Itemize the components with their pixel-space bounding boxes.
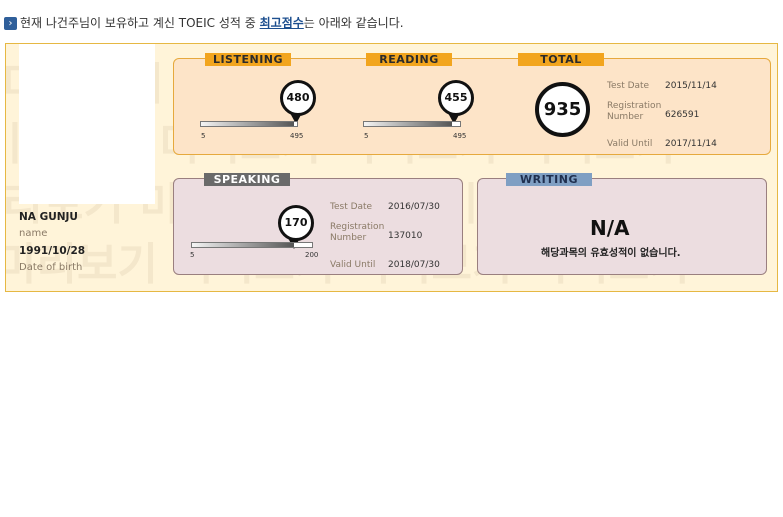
- reading-min: 5: [364, 132, 369, 140]
- photo: [19, 44, 155, 204]
- person-name: NA GUNJU: [19, 211, 78, 223]
- writing-tag: WRITING: [506, 173, 592, 186]
- total-score-circle: 935: [535, 82, 590, 137]
- speaking-valid-label: Valid Until: [330, 260, 376, 270]
- name-label: name: [19, 228, 48, 239]
- score-card: 미리보기 미리보기 미리보기 미리보기 미리보기 미리보기 미리보기 미리보기 …: [5, 43, 778, 292]
- speaking-valid-until: 2018/07/30: [388, 260, 440, 270]
- speaking-test-date-label: Test Date: [330, 202, 373, 212]
- listening-max: 495: [290, 132, 304, 140]
- speaking-bar-fill: [192, 243, 294, 247]
- speaking-panel: [173, 178, 463, 275]
- listening-min: 5: [201, 132, 206, 140]
- total-reg-number: 626591: [665, 110, 700, 120]
- writing-panel: [477, 178, 767, 275]
- speaking-test-date: 2016/07/30: [388, 202, 440, 212]
- total-valid-until: 2017/11/14: [665, 139, 717, 149]
- dob-label: Date of birth: [19, 262, 83, 273]
- speaking-score-bubble: 170: [278, 205, 314, 241]
- total-test-date-label: Test Date: [607, 81, 650, 91]
- reading-tag: READING: [366, 53, 452, 66]
- reading-pin-icon: [448, 113, 460, 124]
- listening-tag: LISTENING: [205, 53, 291, 66]
- writing-na: N/A: [590, 216, 630, 240]
- speaking-bar: [191, 242, 313, 248]
- intro-before: 현재 나건주님이 보유하고 계신 TOEIC 성적 중: [20, 16, 260, 30]
- reading-bar-fill: [364, 122, 453, 126]
- listening-bar-fill: [201, 122, 295, 126]
- speaking-tag: SPEAKING: [204, 173, 290, 186]
- best-score-link[interactable]: 최고점수: [259, 16, 304, 30]
- reading-score-bubble: 455: [438, 80, 474, 116]
- listening-score-bubble: 480: [280, 80, 316, 116]
- arrow-right-icon: ›: [4, 17, 17, 30]
- reading-max: 495: [453, 132, 467, 140]
- lr-total-panel: [173, 58, 771, 155]
- total-valid-label: Valid Until: [607, 139, 653, 149]
- intro-after: 는 아래와 같습니다.: [303, 16, 404, 30]
- date-of-birth: 1991/10/28: [19, 245, 86, 257]
- total-test-date: 2015/11/14: [665, 81, 717, 91]
- speaking-min: 5: [190, 251, 195, 259]
- listening-bar: [200, 121, 298, 127]
- speaking-max: 200: [305, 251, 319, 259]
- speaking-reg-number: 137010: [388, 231, 423, 241]
- listening-pin-icon: [290, 113, 302, 124]
- total-tag: TOTAL: [518, 53, 604, 66]
- writing-no-score-message: 해당과목의 유효성적이 없습니다.: [541, 248, 681, 259]
- intro-text: ›현재 나건주님이 보유하고 계신 TOEIC 성적 중 최고점수는 아래와 같…: [4, 14, 404, 31]
- reading-bar: [363, 121, 461, 127]
